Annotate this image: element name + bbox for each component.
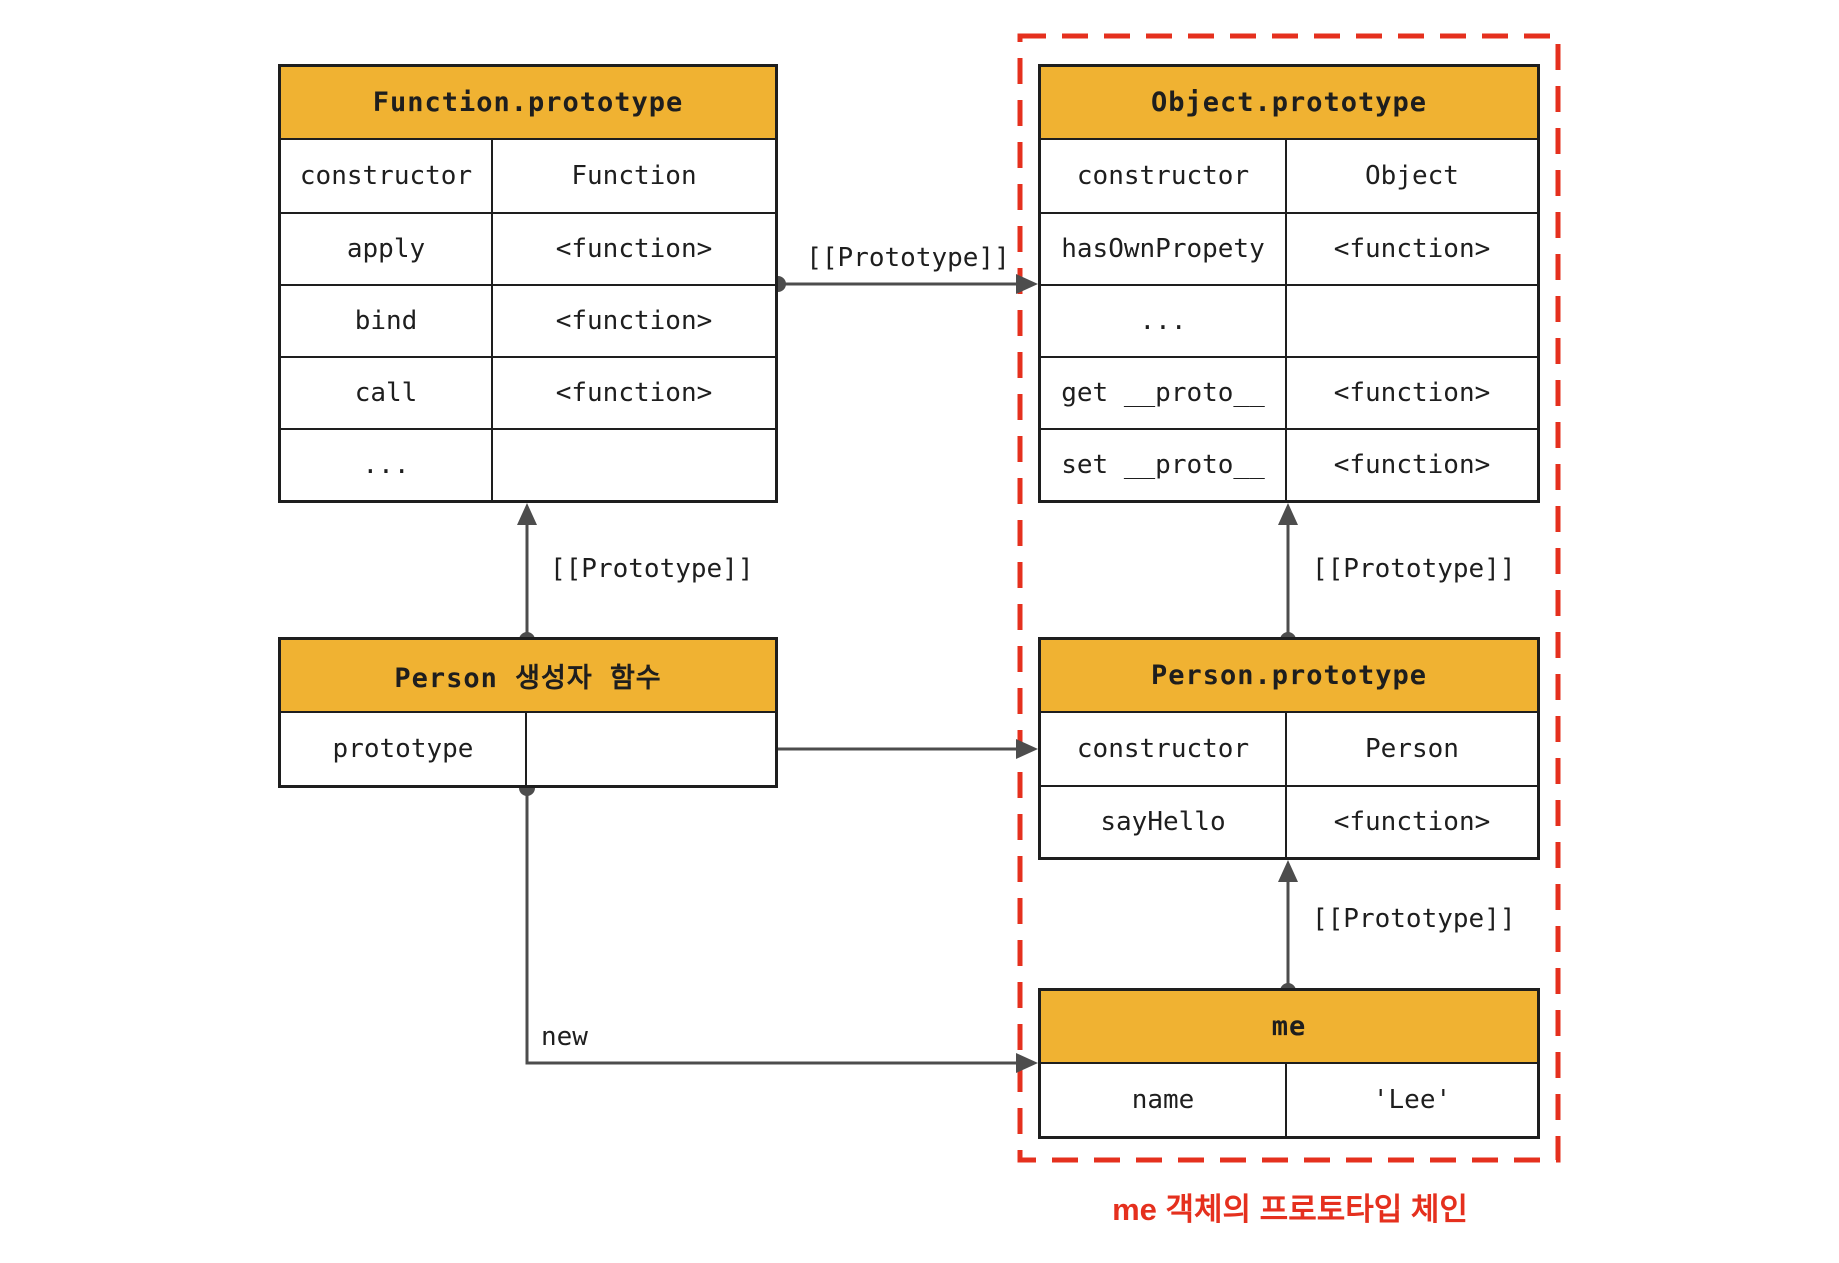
- object-prototype-table-title: Object.prototype: [1041, 67, 1537, 140]
- row-value: [527, 713, 775, 785]
- object-prototype-table: Object.prototype constructor Object hasO…: [1038, 64, 1540, 503]
- table-row: ...: [1041, 284, 1537, 356]
- prototype-link-label-right-upper: [[Prototype]]: [1312, 554, 1516, 584]
- row-value: 'Lee': [1372, 1085, 1452, 1115]
- row-key: constructor: [281, 140, 493, 212]
- person-prototype-table: Person.prototype constructor Person sayH…: [1038, 637, 1540, 860]
- row-key: constructor: [1041, 713, 1287, 785]
- row-value: [493, 430, 775, 500]
- table-row: constructor Object: [1041, 140, 1537, 212]
- row-key: ...: [281, 430, 493, 500]
- arrowhead-person-prototype-to-object-prototype: [1278, 503, 1298, 525]
- table-row: constructor Person: [1041, 713, 1537, 785]
- prototype-link-label-top: [[Prototype]]: [806, 243, 1010, 273]
- table-row: bind <function>: [281, 284, 775, 356]
- row-value: <function>: [1333, 450, 1491, 480]
- table-row: apply <function>: [281, 212, 775, 284]
- table-row: hasOwnPropety <function>: [1041, 212, 1537, 284]
- prototype-link-label-left: [[Prototype]]: [550, 554, 754, 584]
- row-value: Person: [1365, 734, 1459, 764]
- row-key: constructor: [1041, 140, 1287, 212]
- arrowhead-prototype-property-to-person-prototype: [1016, 739, 1038, 759]
- table-row: get __proto__ <function>: [1041, 356, 1537, 428]
- person-constructor-table-title: Person 생성자 함수: [281, 640, 775, 713]
- table-row: sayHello <function>: [1041, 785, 1537, 857]
- row-key: set __proto__: [1041, 430, 1287, 500]
- table-row: prototype: [281, 713, 775, 785]
- row-value: <function>: [555, 234, 713, 264]
- row-value: <function>: [1333, 234, 1491, 264]
- row-key: prototype: [281, 713, 527, 785]
- table-row: set __proto__ <function>: [1041, 428, 1537, 500]
- person-prototype-table-title: Person.prototype: [1041, 640, 1537, 713]
- table-row: constructor Function: [281, 140, 775, 212]
- row-key: apply: [281, 214, 493, 284]
- row-key: get __proto__: [1041, 358, 1287, 428]
- row-key: ...: [1041, 286, 1287, 356]
- arrowhead-person-to-function-prototype: [517, 503, 537, 525]
- function-prototype-table: Function.prototype constructor Function …: [278, 64, 778, 503]
- row-value: Object: [1365, 161, 1459, 191]
- row-value: Function: [571, 161, 697, 191]
- row-key: name: [1041, 1064, 1287, 1136]
- row-value: <function>: [1333, 807, 1491, 837]
- me-object-table: me name 'Lee': [1038, 988, 1540, 1139]
- function-prototype-table-title: Function.prototype: [281, 67, 775, 140]
- arrowhead-new-person-to-me: [1016, 1053, 1038, 1073]
- row-value: <function>: [1333, 378, 1491, 408]
- prototype-link-label-right-lower: [[Prototype]]: [1312, 904, 1516, 934]
- table-row: ...: [281, 428, 775, 500]
- arrow-new-person-to-me: [525, 788, 1022, 1065]
- row-key: call: [281, 358, 493, 428]
- prototype-chain-dashed-box: [1017, 33, 1561, 1163]
- row-key: sayHello: [1041, 787, 1287, 857]
- person-constructor-table: Person 생성자 함수 prototype: [278, 637, 778, 788]
- row-key: hasOwnPropety: [1041, 214, 1287, 284]
- prototype-chain-caption: me 객체의 프로토타입 체인: [1112, 1192, 1468, 1227]
- table-row: call <function>: [281, 356, 775, 428]
- row-value: [1287, 286, 1537, 356]
- row-key: bind: [281, 286, 493, 356]
- me-object-table-title: me: [1041, 991, 1537, 1064]
- row-value: <function>: [555, 306, 713, 336]
- new-operator-label: new: [541, 1022, 588, 1052]
- row-value: <function>: [555, 378, 713, 408]
- arrowhead-function-to-object: [1016, 274, 1038, 294]
- arrowhead-me-to-person-prototype: [1278, 860, 1298, 882]
- table-row: name 'Lee': [1041, 1064, 1537, 1136]
